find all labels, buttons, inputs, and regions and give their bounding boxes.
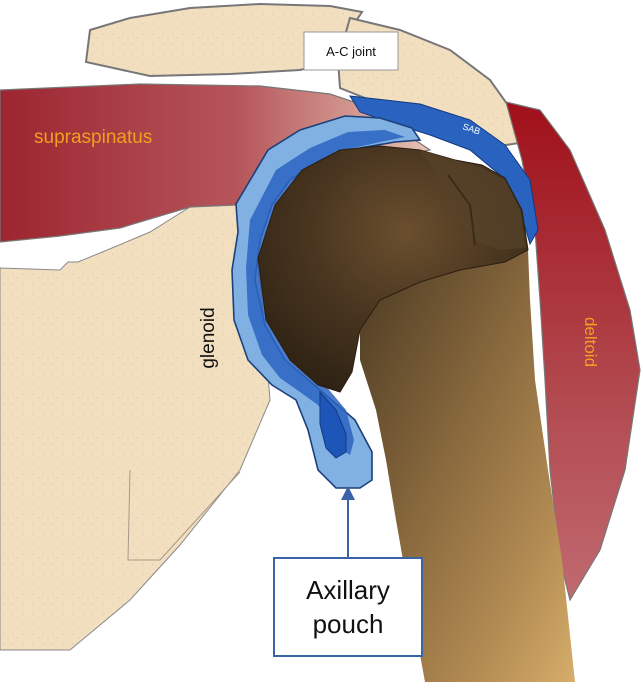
scapula-bone: [0, 204, 270, 650]
ac-joint-label: A-C joint: [326, 44, 376, 59]
deltoid-label: deltoid: [581, 317, 600, 367]
supraspinatus-label: supraspinatus: [34, 127, 152, 148]
axillary-pouch-callout: Axillary pouch: [273, 557, 423, 657]
glenoid-label: glenoid: [198, 307, 219, 368]
axillary-pouch-label: Axillary pouch: [306, 573, 390, 641]
